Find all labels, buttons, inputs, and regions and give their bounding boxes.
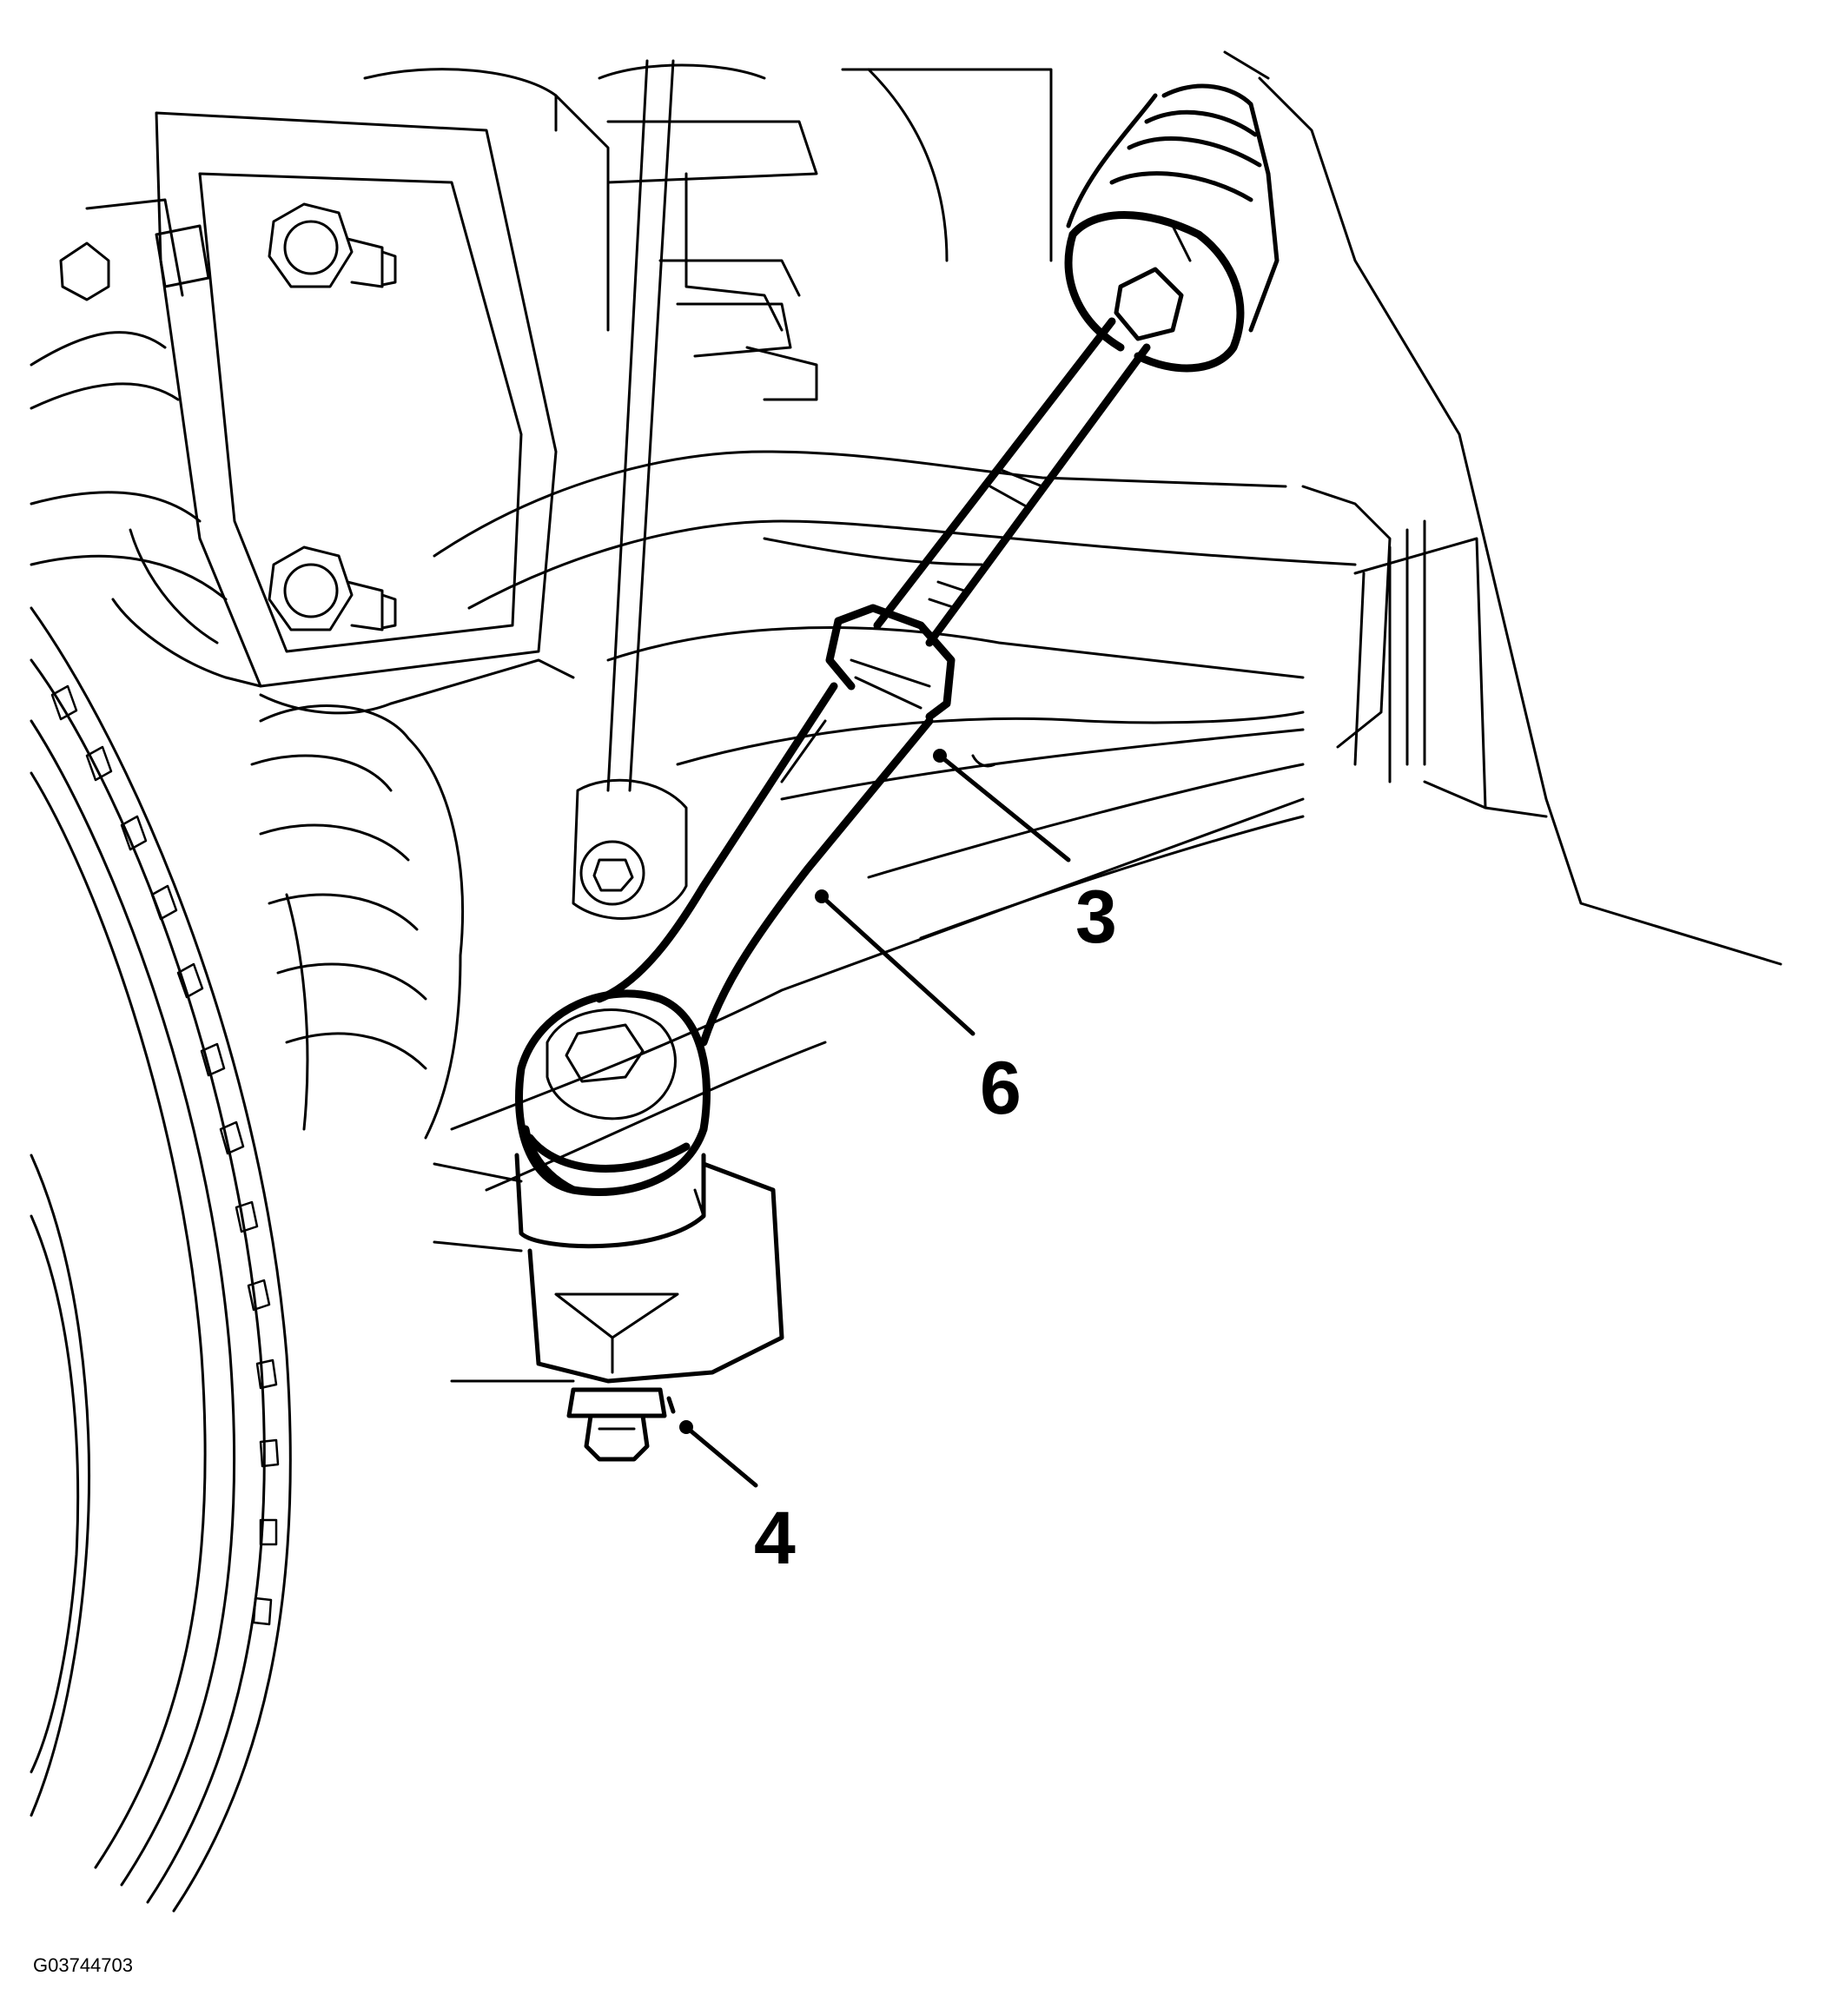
cv-joint-boot <box>250 704 464 1140</box>
callout-label-6: 6 <box>980 1047 1022 1130</box>
callout-label-3: 3 <box>1075 876 1117 959</box>
brake-rotor <box>30 606 292 1913</box>
lower-strut-nut <box>268 545 397 631</box>
small-bolt-left <box>59 224 210 301</box>
strut-mount-bracket <box>30 68 610 715</box>
steering-rack-boot <box>1064 83 1280 373</box>
upper-strut-nut <box>268 202 397 288</box>
shock-absorber <box>598 63 1053 401</box>
stabilizer-link <box>572 59 688 920</box>
callout-leaders <box>679 749 1071 1488</box>
callout-label-4: 4 <box>754 1497 796 1580</box>
lower-control-arm <box>433 50 1782 1192</box>
figure-id: G03744703 <box>33 1954 133 1976</box>
tie-rod-end <box>433 989 784 1384</box>
tie-rod-castle-nut <box>566 1387 676 1462</box>
